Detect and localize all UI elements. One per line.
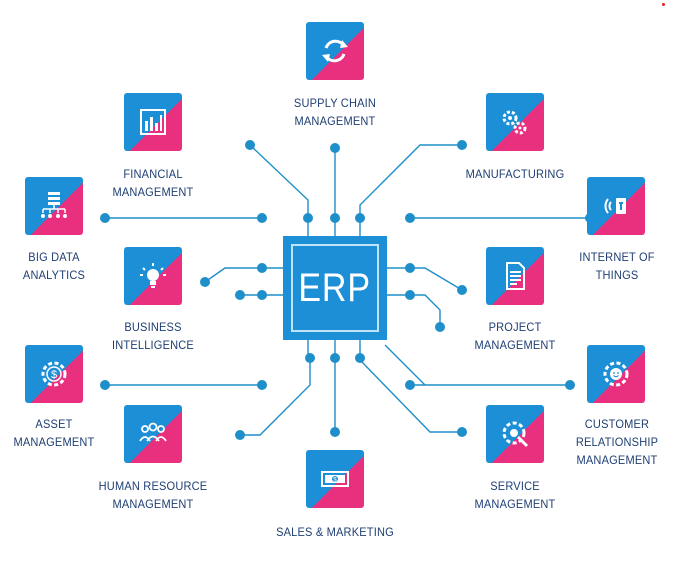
erp-label: ERP [298,265,372,310]
corner-dot [662,3,665,6]
document-icon [486,247,544,305]
dollar-gear-icon: $ [25,345,83,403]
smiley-gear-icon [587,345,645,403]
banknote-icon: $ [306,450,364,508]
lightbulb-icon [124,247,182,305]
wrench-gear-icon [486,405,544,463]
erp-chip-frame: ERP [291,244,379,332]
sales-label: SALES & MARKETING [276,525,394,539]
data-hierarchy-icon [25,177,83,235]
people-group-icon [124,405,182,463]
gears-icon [486,93,544,151]
manufacturing-label: MANUFACTURING [465,167,565,181]
wireless-device-icon [587,177,645,235]
erp-chip: ERP [283,236,387,340]
svg-text:$: $ [333,478,337,484]
sync-arrows-icon [306,22,364,80]
svg-text:$: $ [51,369,57,381]
bar-chart-icon [124,93,182,151]
